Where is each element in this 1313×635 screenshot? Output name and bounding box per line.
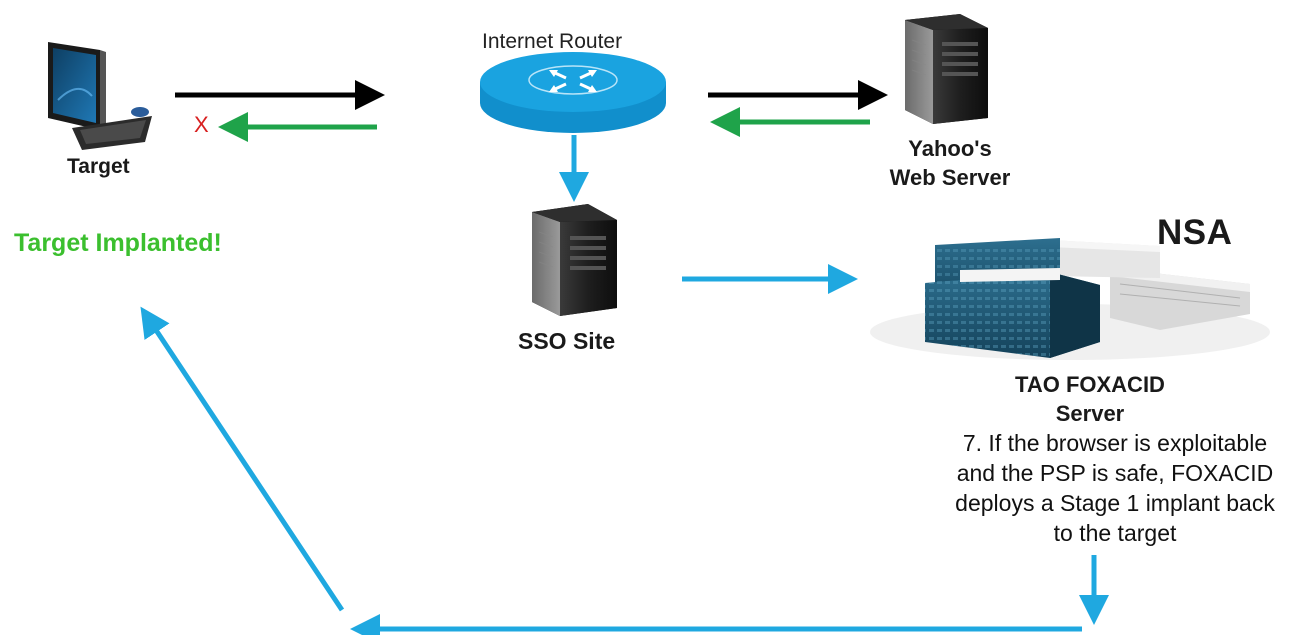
foxacid-label-line1: TAO FOXACID [1015, 372, 1165, 397]
desktop-computer-icon [48, 42, 152, 150]
building-icon [870, 238, 1270, 360]
step-line: deploys a Stage 1 implant back [955, 490, 1275, 516]
yahoo-label-line1: Yahoo's [908, 136, 992, 161]
router-label: Internet Router [482, 30, 623, 53]
step-7-description: 7. If the browser is exploitable and the… [920, 428, 1310, 548]
flow-arrow-diagonal-to-target [140, 306, 345, 612]
target-implanted-status: Target Implanted! [14, 229, 222, 257]
router-icon [480, 52, 666, 133]
server-tower-icon [532, 204, 617, 316]
yahoo-label-line2: Web Server [889, 165, 1011, 190]
target-label: Target [67, 155, 130, 178]
yahoo-server-label: Yahoo's Web Server [862, 134, 1038, 192]
server-tower-icon [905, 14, 988, 124]
foxacid-server-label: TAO FOXACID Server [982, 370, 1198, 428]
sso-site-label: SSO Site [518, 328, 616, 354]
step-line: 7. If the browser is exploitable [962, 430, 1268, 456]
step-line: and the PSP is safe, FOXACID [956, 460, 1274, 486]
step-line: to the target [1053, 520, 1177, 546]
foxacid-label-line2: Server [1055, 401, 1125, 426]
blocked-mark: X [194, 112, 209, 137]
nsa-label: NSA [1157, 213, 1233, 252]
